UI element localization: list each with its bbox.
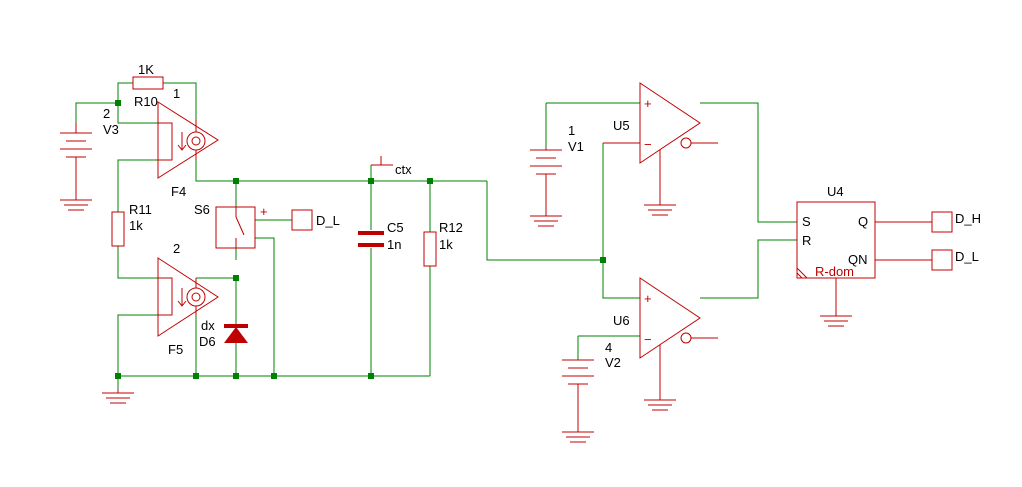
r10-name-label: R10 [134, 94, 158, 109]
resistor-r12[interactable] [423, 231, 437, 267]
d6-name-label: D6 [199, 334, 216, 349]
controlled-source-f4[interactable] [157, 101, 219, 179]
u4-r-pin-label: R [802, 233, 811, 248]
u4-q-pin-label: Q [858, 214, 868, 229]
output-port-d-h[interactable] [931, 211, 953, 233]
d-l-right-label: D_L [955, 249, 979, 264]
d6-model-label: dx [201, 318, 215, 333]
r10-value-label: 1K [138, 62, 154, 77]
diode-d6[interactable] [224, 324, 248, 343]
comparator-u6[interactable]: + − [639, 277, 718, 411]
s6-name-label: S6 [194, 202, 210, 217]
r11-value-label: 1k [129, 218, 143, 233]
f4-pin-label: 1 [173, 86, 180, 101]
r12-name-label: R12 [439, 220, 463, 235]
u4-type-label: R-dom [815, 264, 854, 279]
comparator-u5[interactable]: + − [603, 82, 718, 216]
ground-symbol-left [102, 390, 134, 404]
r11-name-label: R11 [129, 202, 152, 217]
flip-flop-u4[interactable]: S R Q QN R-dom [796, 201, 932, 327]
wires [75, 82, 797, 390]
voltage-source-v2[interactable] [562, 359, 594, 443]
d-h-label: D_H [955, 211, 981, 226]
net-flag-ctx [371, 156, 393, 166]
v3-name-label: V3 [103, 122, 119, 137]
f5-pin-label: 2 [173, 241, 180, 256]
u4-name-label: U4 [827, 184, 844, 199]
u6-name-label: U6 [613, 313, 630, 328]
d-l-left-label: D_L [316, 213, 340, 228]
v3-value-label: 2 [103, 106, 110, 121]
switch-s6[interactable]: + [215, 204, 268, 249]
resistor-r11[interactable] [111, 211, 125, 247]
output-port-d-l-right[interactable] [931, 249, 953, 271]
junction-dots [115, 100, 606, 379]
resistor-r10[interactable] [132, 76, 164, 90]
voltage-source-v1[interactable] [530, 148, 562, 227]
r12-value-label: 1k [439, 237, 453, 252]
controlled-source-f5[interactable] [157, 257, 219, 337]
v2-value-label: 4 [605, 340, 612, 355]
f4-name-label: F4 [171, 184, 186, 199]
v1-value-label: 1 [568, 123, 575, 138]
v2-name-label: V2 [605, 355, 621, 370]
u5-name-label: U5 [613, 118, 630, 133]
c5-name-label: C5 [387, 220, 404, 235]
s6-plus-label: + [260, 204, 268, 219]
voltage-source-v3[interactable] [60, 123, 92, 211]
u5-minus-label: − [644, 137, 652, 152]
f5-name-label: F5 [168, 342, 183, 357]
u6-plus-label: + [644, 291, 652, 306]
output-port-d-l-left[interactable] [291, 209, 313, 231]
u5-plus-label: + [644, 96, 652, 111]
u4-s-pin-label: S [802, 214, 811, 229]
capacitor-c5[interactable] [358, 231, 384, 247]
v1-name-label: V1 [568, 139, 584, 154]
c5-value-label: 1n [387, 237, 401, 252]
ctx-label: ctx [395, 162, 412, 177]
u6-minus-label: − [644, 332, 652, 347]
u4-qn-pin-label: QN [848, 252, 868, 267]
